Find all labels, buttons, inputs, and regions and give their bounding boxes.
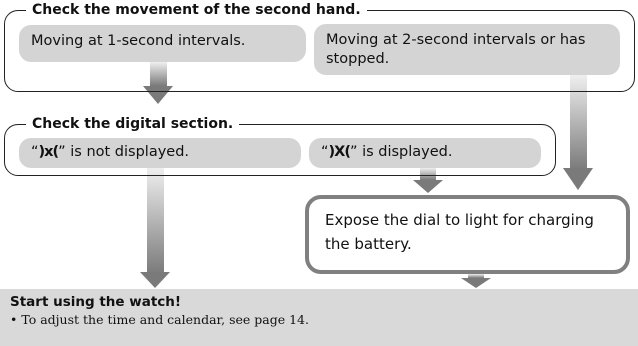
small-charge-symbol: )x( (38, 144, 60, 160)
arrow-charge-to-start (468, 274, 484, 278)
not-displayed-text: is not displayed. (65, 144, 190, 160)
second-hand-title: Check the movement of the second hand. (26, 1, 367, 19)
arrowhead-2sec-to-charge (563, 168, 593, 190)
large-charge-symbol: )X( (328, 144, 351, 160)
arrow-1sec-to-digital (150, 62, 167, 86)
digital-section-group (4, 124, 556, 176)
digital-not-displayed: “)x(” is not displayed. (19, 138, 301, 168)
option-2-second: Moving at 2-second intervals or has stop… (314, 24, 620, 75)
option-1-second: Moving at 1-second intervals. (19, 25, 306, 62)
digital-section-title: Check the digital section. (26, 115, 240, 133)
arrowhead-not-displayed-to-start (140, 272, 170, 288)
arrow-displayed-to-charge (420, 168, 436, 180)
digital-displayed: “)X(” is displayed. (309, 138, 541, 168)
arrowhead-1sec-to-digital (143, 86, 173, 104)
arrow-not-displayed-to-start (147, 168, 164, 274)
start-using-box: Start using the watch! • To adjust the t… (0, 289, 638, 346)
quote-close: ” (349, 144, 358, 160)
arrow-2sec-to-charge (570, 75, 587, 170)
quote-open: “ (31, 144, 39, 160)
charge-instruction-box: Expose the dial to light for charging th… (305, 195, 630, 274)
quote-close: ” (58, 144, 66, 160)
quote-open: “ (321, 144, 329, 160)
adjust-time-note: • To adjust the time and calendar, see p… (10, 312, 309, 327)
displayed-text: is displayed. (357, 144, 453, 160)
arrowhead-displayed-to-charge (413, 180, 443, 193)
start-using-title: Start using the watch! (10, 294, 182, 310)
arrowhead-charge-to-start (461, 278, 491, 288)
